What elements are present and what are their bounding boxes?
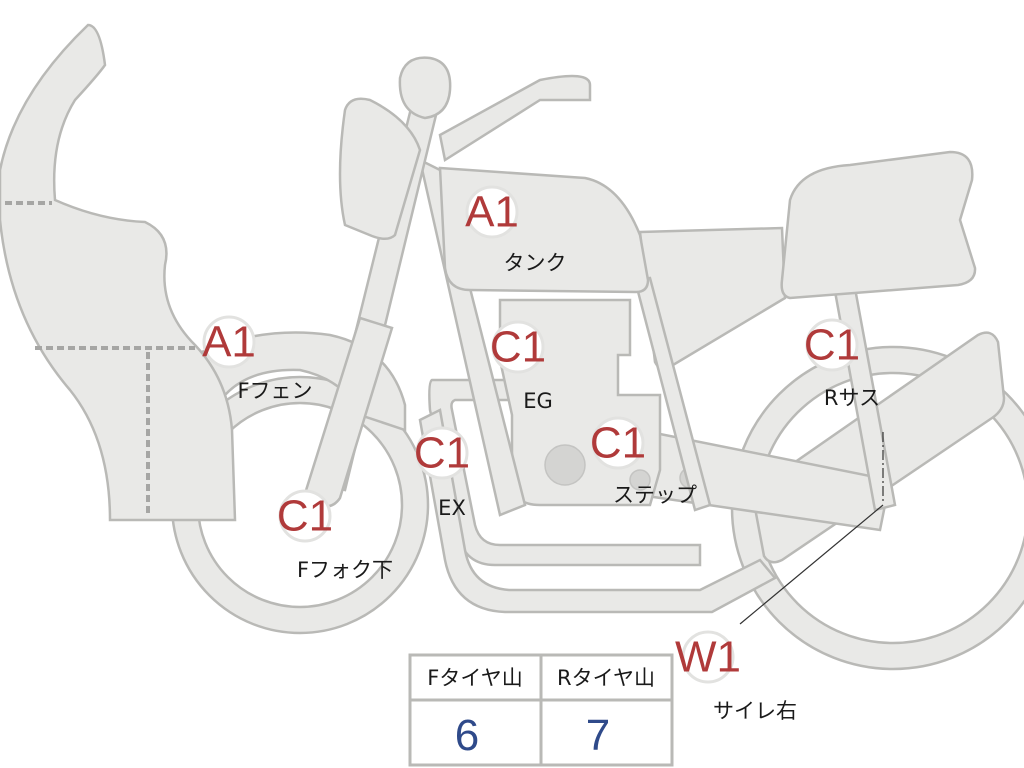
label-r-sus: Rサス [824,386,880,410]
marker-step: C1 ステップ [590,416,697,507]
grade-exhaust: C1 [414,429,470,478]
grade-r-sus: C1 [804,321,860,370]
marker-engine: C1 EG [490,320,553,413]
marker-tank: A1 タンク [465,185,567,275]
grade-muffler-r: W1 [675,633,741,682]
marker-f-fender: A1 Fフェン [202,315,313,403]
seat [780,150,977,300]
label-step: ステップ [613,483,697,507]
label-muffler-r: サイレ右 [713,699,797,723]
exhaust-pipes [418,378,777,614]
front-cowl [0,23,237,522]
tire-tread-table: Fタイヤ山 Rタイヤ山 6 7 [408,653,674,767]
front-tire-header: Fタイヤ山 [427,666,522,690]
rear-tire-value: 7 [586,711,610,760]
grade-tank: A1 [465,188,519,237]
front-tire-value: 6 [455,711,479,760]
label-f-fork: Fフォク下 [297,558,393,582]
grade-f-fender: A1 [202,318,256,367]
label-exhaust: EX [438,496,466,520]
marker-r-sus: C1 Rサス [804,318,880,410]
label-engine: EG [523,389,553,413]
rear-tire-header: Rタイヤ山 [557,666,655,690]
marker-f-fork: C1 Fフォク下 [277,489,393,582]
grade-step: C1 [590,419,646,468]
headlight-cowl [338,97,422,240]
grade-engine: C1 [490,323,546,372]
grade-f-fork: C1 [277,492,333,541]
label-f-fender: Fフェン [237,379,312,403]
muffler-leader-line [739,504,884,625]
marker-muffler-r: W1 サイレ右 [675,630,797,723]
label-tank: タンク [504,251,567,275]
marker-exhaust: C1 EX [414,426,470,520]
